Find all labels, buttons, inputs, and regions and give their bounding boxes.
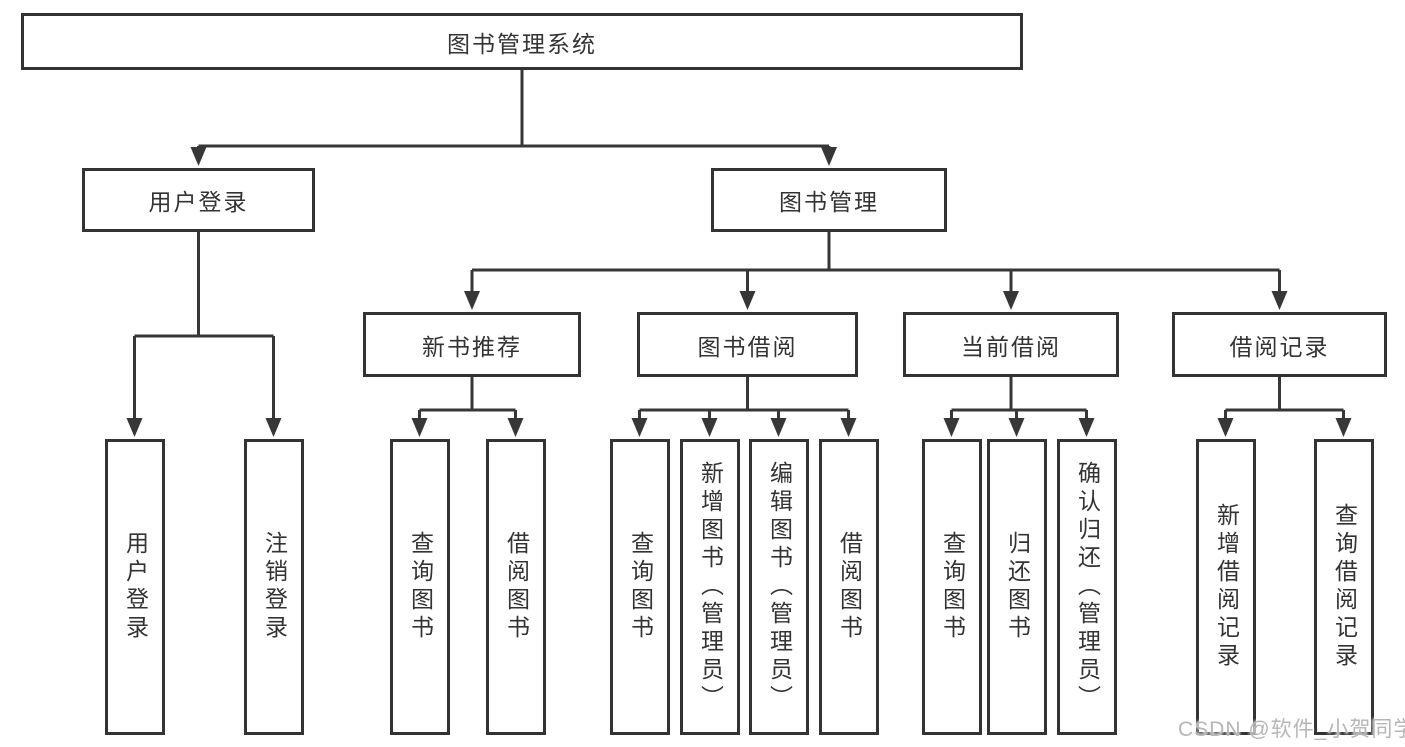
leaf-borrow-books-1: 借阅图书 bbox=[486, 439, 546, 735]
node-library-system: 图书管理系统 bbox=[21, 13, 1023, 70]
node-label: 查询借阅记录 bbox=[1331, 503, 1358, 671]
leaf-add-borrow-record: 新增借阅记录 bbox=[1196, 439, 1256, 735]
leaf-add-books-admin: 新增图书（管理员） bbox=[680, 439, 740, 735]
node-label: 编辑图书（管理员） bbox=[766, 461, 793, 713]
node-label: 当前借阅 bbox=[961, 333, 1061, 360]
watermark: CSDN @软件_小贺同学 bbox=[1178, 718, 1405, 741]
leaf-return-books: 归还图书 bbox=[987, 439, 1047, 735]
leaf-query-borrow-record: 查询借阅记录 bbox=[1314, 439, 1374, 735]
node-book-management: 图书管理 bbox=[711, 168, 947, 232]
leaf-query-books-2: 查询图书 bbox=[610, 439, 670, 735]
node-new-book-recommend: 新书推荐 bbox=[363, 312, 581, 377]
node-label: 新增图书（管理员） bbox=[697, 461, 724, 713]
node-borrowing-records: 借阅记录 bbox=[1172, 312, 1387, 377]
node-label: 查询图书 bbox=[939, 531, 966, 643]
node-label: 新书推荐 bbox=[422, 333, 522, 360]
node-label: 借阅记录 bbox=[1229, 333, 1330, 360]
node-label: 用户登录 bbox=[148, 189, 249, 215]
leaf-borrow-books-2: 借阅图书 bbox=[819, 439, 879, 735]
leaf-confirm-return-admin: 确认归还（管理员） bbox=[1057, 439, 1117, 735]
node-user-login: 用户登录 bbox=[82, 168, 315, 232]
node-label: 新增借阅记录 bbox=[1213, 503, 1240, 671]
node-label: 查询图书 bbox=[407, 531, 434, 643]
leaf-query-books-1: 查询图书 bbox=[390, 439, 450, 735]
node-label: 图书管理系统 bbox=[447, 30, 597, 57]
node-label: 借阅图书 bbox=[836, 531, 863, 643]
node-label: 确认归还（管理员） bbox=[1074, 461, 1101, 713]
leaf-query-books-3: 查询图书 bbox=[922, 439, 982, 735]
node-label: 借阅图书 bbox=[503, 531, 530, 643]
node-label: 用户登录 bbox=[122, 531, 149, 643]
node-book-borrowing: 图书借阅 bbox=[637, 312, 858, 377]
leaf-logout: 注销登录 bbox=[244, 439, 304, 735]
node-label: 查询图书 bbox=[627, 531, 654, 643]
node-label: 归还图书 bbox=[1004, 531, 1031, 643]
node-label: 图书管理 bbox=[779, 189, 879, 215]
leaf-user-login: 用户登录 bbox=[105, 439, 165, 735]
connector-paths bbox=[133, 70, 1345, 428]
leaf-edit-books-admin: 编辑图书（管理员） bbox=[749, 439, 809, 735]
node-label: 注销登录 bbox=[261, 531, 288, 643]
node-label: 图书借阅 bbox=[697, 333, 798, 360]
arrowheads bbox=[126, 147, 1352, 437]
node-current-borrowing: 当前借阅 bbox=[903, 312, 1119, 377]
